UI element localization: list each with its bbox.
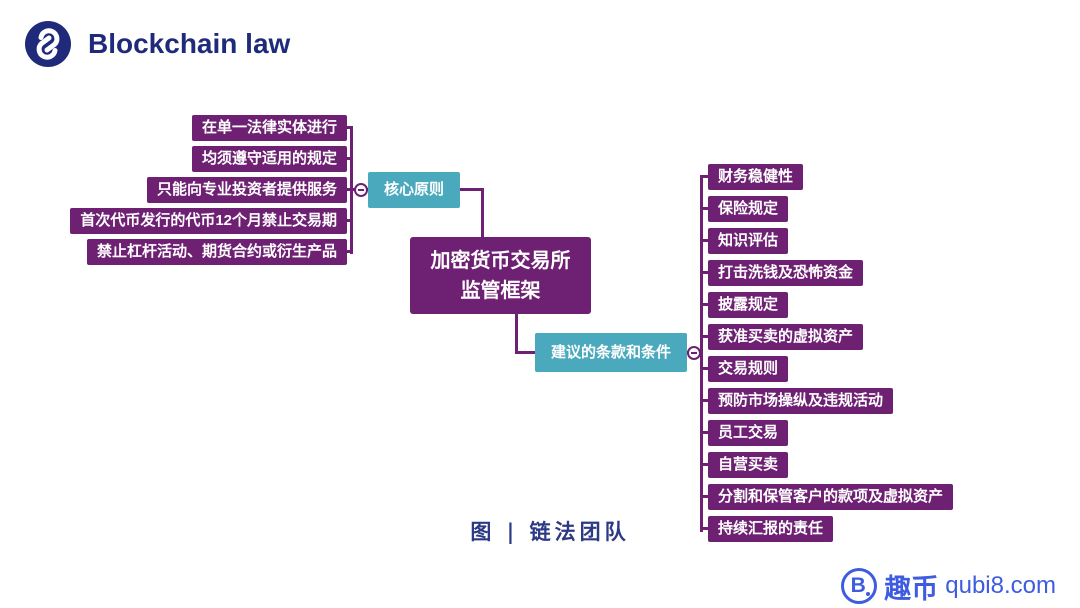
branch-item[interactable]: 预防市场操纵及违规活动 — [699, 388, 894, 414]
minus-icon — [691, 352, 697, 354]
branch-item[interactable]: 首次代币发行的代币12个月禁止交易期 — [70, 208, 353, 234]
branch-item[interactable]: 员工交易 — [699, 420, 789, 446]
root-node-line2: 监管框架 — [460, 279, 541, 302]
figure-caption: 图 | 链法团队 — [470, 519, 630, 544]
minus-icon — [358, 189, 364, 191]
branch-item[interactable]: 财务稳健性 — [699, 164, 804, 190]
qubi-logo-icon: B — [841, 568, 878, 604]
root-to-terms-horizontal-line — [515, 351, 535, 354]
root-node-line1: 加密货币交易所 — [430, 249, 571, 272]
brand-title: Blockchain law — [88, 28, 291, 59]
watermark-domain: qubi8.com — [945, 572, 1056, 599]
root-node[interactable]: 加密货币交易所 监管框架 — [410, 237, 591, 314]
branch-item[interactable]: 禁止杠杆活动、期货合约或衍生产品 — [86, 239, 354, 265]
qubi-logo-letter: B — [850, 574, 866, 597]
branch-item[interactable]: 披露规定 — [699, 292, 789, 318]
branch-item[interactable]: 只能向专业投资者提供服务 — [146, 177, 354, 203]
branch-item[interactable]: 打击洗钱及恐怖资金 — [699, 260, 864, 286]
branch-item[interactable]: 分割和保管客户的款项及虚拟资产 — [699, 484, 954, 510]
collapse-toggle-left[interactable] — [354, 183, 368, 197]
blockchain-law-logo-icon — [25, 21, 71, 67]
root-to-terms-vertical-line — [515, 313, 518, 354]
core-principles-node[interactable]: 核心原则 — [368, 172, 460, 208]
branch-item[interactable]: 获准买卖的虚拟资产 — [699, 324, 864, 350]
branch-item[interactable]: 知识评估 — [699, 228, 789, 254]
core-to-root-vertical-line — [481, 188, 484, 239]
branch-item[interactable]: 均须遵守适用的规定 — [191, 146, 354, 172]
core-to-root-horizontal-line — [460, 188, 484, 191]
branch-item[interactable]: 持续汇报的责任 — [699, 516, 834, 542]
watermark-brand-name: 趣币 — [884, 573, 939, 604]
brand-header: Blockchain law — [24, 20, 290, 68]
branch-item[interactable]: 交易规则 — [699, 356, 789, 382]
watermark: B 趣币 qubi8.com — [841, 566, 1056, 606]
right-branch-spine — [700, 176, 703, 532]
terms-and-conditions-node[interactable]: 建议的条款和条件 — [535, 333, 687, 372]
branch-item[interactable]: 保险规定 — [699, 196, 789, 222]
branch-item[interactable]: 自营买卖 — [699, 452, 789, 478]
branch-item[interactable]: 在单一法律实体进行 — [191, 115, 354, 141]
collapse-toggle-right[interactable] — [687, 346, 701, 360]
